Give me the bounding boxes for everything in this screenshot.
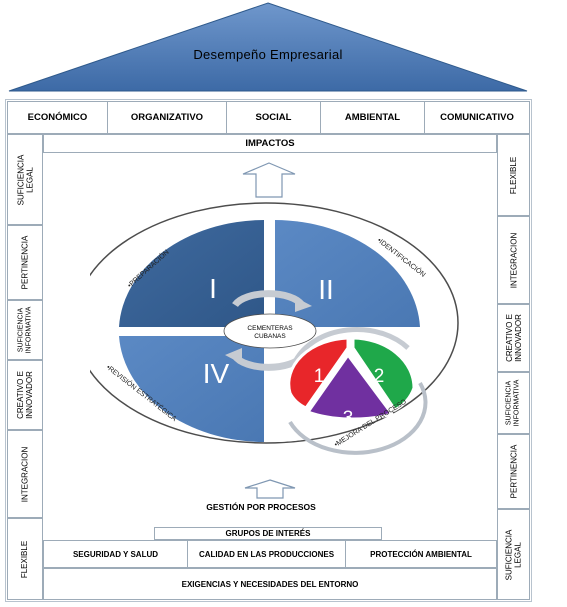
process-label: GESTIÓN POR PROCESOS [206, 502, 316, 512]
center-label: CEMENTERAS CUBANAS [247, 325, 293, 340]
left-pillar-suficiencia-legal: SUFICIENCIA LEGAL [7, 134, 43, 225]
quadrant-iv [119, 336, 264, 442]
step-2-label: 2 [374, 366, 385, 387]
quadrant-ii-label: II [318, 274, 334, 305]
dimension-ambiental: AMBIENTAL [321, 101, 425, 134]
base-bar: EXIGENCIAS Y NECESIDADES DEL ENTORNO [43, 568, 497, 600]
dimension-comunicativo: COMUNICATIVO [440, 112, 514, 123]
improvement-cycle-diagram: I II IV 1 2 3 •PREPARACIÓN •IDENTIFICACI… [90, 202, 459, 455]
left-pillar-pertinencia: PERTINENCIA [7, 225, 43, 300]
right-pillar-suficiencia-informativa: SUFICIENCIA INFORMATIVA [497, 372, 530, 434]
impacts-bar: IMPACTOS [43, 134, 497, 153]
dimensions-row [7, 101, 530, 134]
dimension-organizativo: ORGANIZATIVO [108, 101, 227, 134]
left-pillar-creativo: CREATIVO E INNOVADOR [7, 360, 43, 430]
up-arrow-top-icon [242, 162, 296, 198]
quadrant-i [119, 220, 264, 327]
quadrant-ii [275, 220, 420, 327]
quadrant-i-label: I [209, 273, 217, 304]
subcycle-arrow-icon [293, 327, 410, 362]
step-3-segment [305, 352, 395, 421]
right-pillar-flexible: FLEXIBLE [497, 134, 530, 216]
foundations-row [43, 540, 497, 568]
center-ellipse [223, 313, 317, 349]
left-pillar-suficiencia-informativa: SUFICIENCIA INFORMATIVA [7, 300, 43, 360]
roof [8, 2, 528, 92]
dimension-economico: ECONÓMICO [8, 101, 108, 134]
foundation-proteccion: PROTECCIÓN AMBIENTAL [370, 549, 472, 559]
step-2-segment [351, 336, 416, 412]
left-pillar-integracion: INTEGRACION [7, 430, 43, 518]
quadrant-iv-label: IV [203, 358, 230, 389]
step-1-label: 1 [314, 366, 325, 387]
up-arrow-bottom-icon [244, 479, 296, 499]
step-3-label: 3 [343, 408, 354, 429]
right-pillar-suficiencia-legal: SUFICIENCIA LEGAL [497, 509, 530, 600]
right-pillar-integracion: INTEGRACION [497, 216, 530, 304]
foundation-calidad: CALIDAD EN LAS PRODUCCIONES [188, 540, 346, 568]
stakeholders-bar: GRUPOS DE INTERÉS [154, 527, 382, 540]
right-pillar-creativo: CREATIVO E INNOVADOR [497, 304, 530, 372]
right-pillar-pertinencia: PERTINENCIA [497, 434, 530, 509]
left-pillar-flexible: FLEXIBLE [7, 518, 43, 600]
dimension-social: SOCIAL [227, 101, 321, 134]
step-1-segment [287, 336, 350, 410]
foundation-seguridad: SEGURIDAD Y SALUD [44, 540, 188, 568]
roof-title: Desempeño Empresarial [193, 46, 343, 62]
